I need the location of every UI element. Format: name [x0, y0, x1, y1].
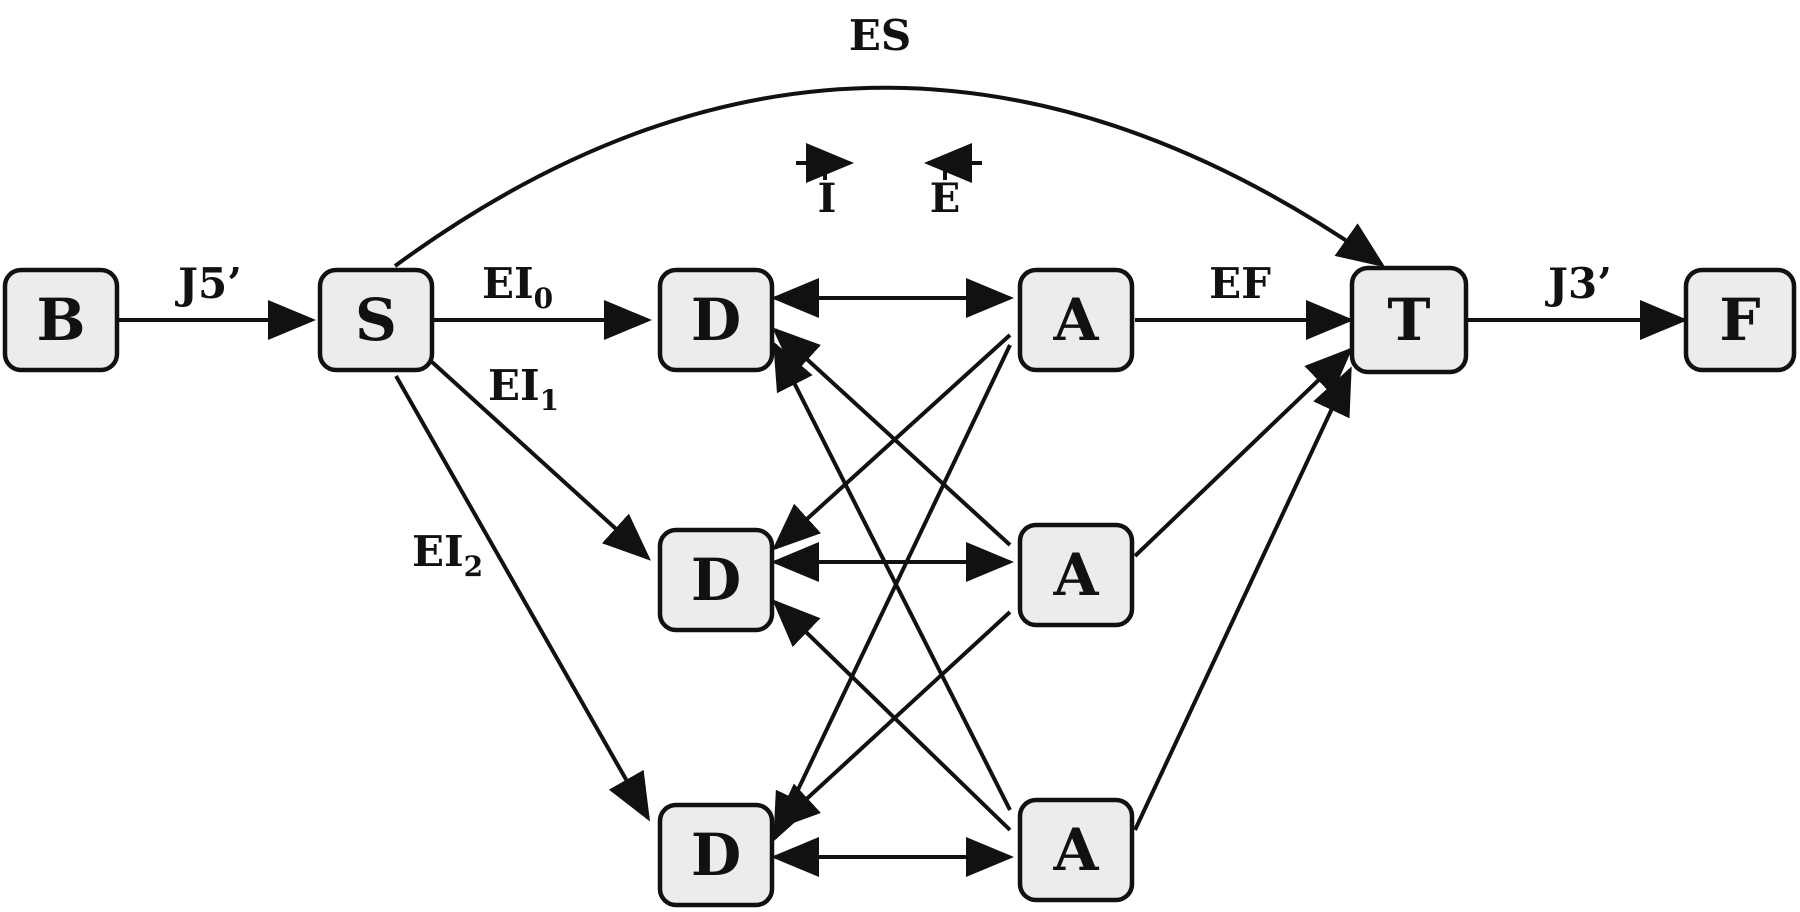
edge-label-ei0: EI0 — [482, 259, 553, 315]
nodes: B S D D D A A A — [2, 265, 1797, 908]
edge-labels: ES J5’ J3’ EF EI0 EI1 EI2 — [174, 11, 1612, 583]
edge-a1-to-d2 — [772, 610, 1012, 831]
edge-label-ei1-base: EI — [488, 361, 540, 410]
edge-label-j5: J5’ — [174, 259, 242, 308]
legend: I E — [796, 143, 982, 222]
edges — [117, 85, 1688, 877]
node-a2: A — [1017, 797, 1135, 903]
edge-a2-to-d1 — [772, 599, 1012, 832]
node-d2: D — [657, 802, 775, 908]
edge-a1-to-t — [1133, 347, 1353, 558]
node-a1-label: A — [1052, 541, 1099, 609]
edge-label-es: ES — [849, 11, 911, 60]
node-t: T — [1349, 265, 1469, 375]
edge-a0-to-d2 — [773, 344, 1012, 842]
node-t-label: T — [1387, 286, 1430, 354]
edge-label-ei2-base: EI — [412, 527, 464, 576]
edge-label-ei1: EI1 — [488, 361, 559, 417]
node-d2-label: D — [691, 821, 741, 889]
edge-label-ei2-sub: 2 — [464, 550, 483, 583]
edge-a2-to-t — [1133, 366, 1352, 831]
node-f: F — [1683, 267, 1797, 373]
node-b-label: B — [36, 286, 85, 354]
edge-label-ei1-sub: 1 — [540, 384, 559, 417]
edge-label-ei2: EI2 — [412, 527, 483, 583]
node-a0-label: A — [1052, 286, 1099, 354]
edge-label-ei0-base: EI — [482, 259, 534, 308]
edge-s-to-d2 — [394, 375, 650, 822]
node-d0-label: D — [691, 286, 741, 354]
node-b: B — [2, 267, 120, 373]
node-a1: A — [1017, 522, 1135, 628]
node-d1: D — [657, 527, 775, 633]
edge-a2-to-d0 — [773, 341, 1012, 811]
edge-a0-to-d1 — [772, 333, 1012, 551]
edge-s-to-d1 — [430, 360, 651, 561]
node-a0: A — [1017, 267, 1135, 373]
node-s: S — [317, 267, 435, 373]
legend-label-i: I — [818, 175, 837, 222]
edge-label-ef: EF — [1209, 259, 1271, 308]
node-a2-label: A — [1052, 816, 1099, 884]
edge-a1-to-d0 — [772, 327, 1012, 547]
legend-label-e: E — [930, 175, 961, 222]
edge-label-j3: J3’ — [1544, 259, 1612, 308]
node-f-label: F — [1719, 286, 1760, 354]
node-d1-label: D — [691, 546, 741, 614]
node-d0: D — [657, 267, 775, 373]
node-s-label: S — [355, 286, 397, 354]
edge-s-to-t — [393, 85, 1386, 268]
edge-label-ei0-sub: 0 — [534, 282, 553, 315]
